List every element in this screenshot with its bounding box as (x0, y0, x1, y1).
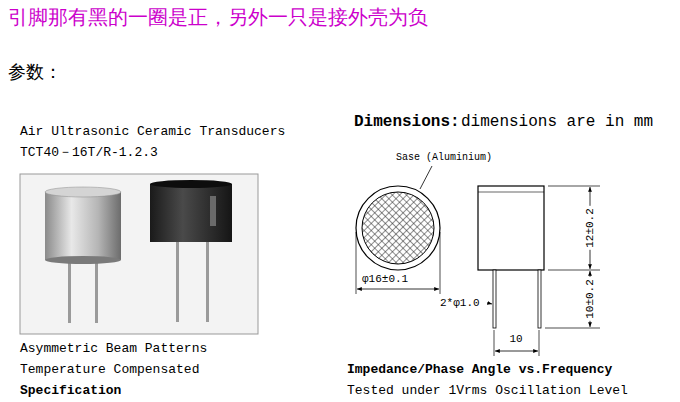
side-view (478, 186, 600, 356)
front-view (356, 166, 440, 294)
unit-note: dimensions are in mm (461, 113, 653, 131)
product-title: Air Ultrasonic Ceramic Transducers (20, 125, 285, 140)
feature: Temperature Compensated (20, 363, 199, 378)
feature: Asymmetric Beam Patterns (20, 342, 207, 357)
note: 引脚那有黑的一圈是正，另外一只是接外壳为负 (8, 6, 428, 29)
section-heading: Dimensions: (354, 113, 460, 131)
heading: 参数： (8, 62, 62, 83)
section-heading: Impedance/Phase Angle vs.Frequency (347, 363, 612, 378)
dimension: 2*φ1.0 (440, 297, 480, 310)
dimension: 12±0.2 (584, 206, 597, 250)
part-name: Sase (Aluminium) (396, 152, 492, 164)
photo (20, 174, 258, 334)
model-number: TCT40－16T/R-1.2.3 (20, 146, 158, 161)
dimension: 10±0.2 (584, 277, 597, 321)
section-heading: Specification (20, 384, 121, 399)
test-note: Tested under 1Vrms Oscillation Level (347, 384, 628, 399)
dimension: φ16±0.1 (362, 273, 408, 286)
dimension: 10 (509, 333, 522, 346)
